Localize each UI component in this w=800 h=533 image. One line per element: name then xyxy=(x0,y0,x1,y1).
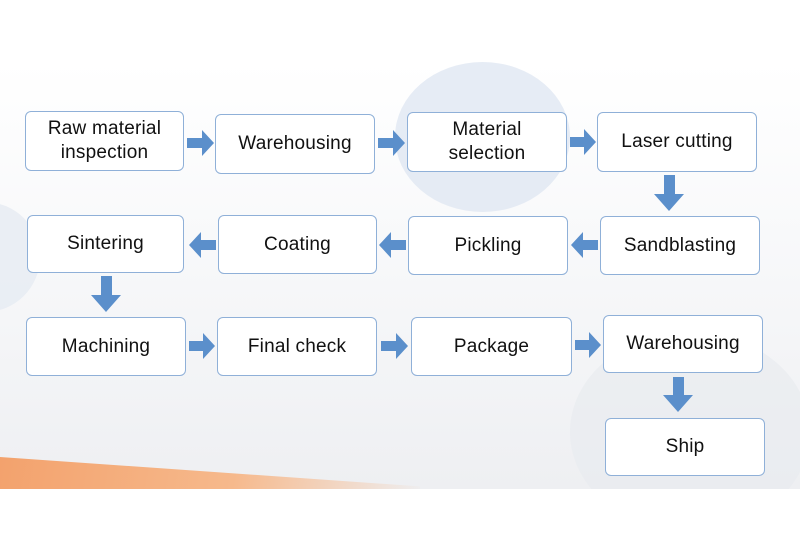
arrow-right-icon xyxy=(378,130,405,156)
step-raw-material-inspection: Raw material inspection xyxy=(25,111,184,171)
step-final-check: Final check xyxy=(217,317,377,376)
arrow-right-icon xyxy=(187,130,214,156)
arrow-down-icon xyxy=(654,175,684,211)
arrow-left-icon xyxy=(189,232,216,258)
arrow-left-icon xyxy=(379,232,406,258)
step-warehousing-final: Warehousing xyxy=(603,315,763,373)
step-sintering: Sintering xyxy=(27,215,184,273)
arrow-right-icon xyxy=(381,333,408,359)
step-material-selection: Material selection xyxy=(407,112,567,172)
arrow-right-icon xyxy=(575,332,601,358)
step-package: Package xyxy=(411,317,572,376)
arrow-right-icon xyxy=(189,333,215,359)
arrow-down-icon xyxy=(663,377,693,412)
step-warehousing: Warehousing xyxy=(215,114,375,174)
step-machining: Machining xyxy=(26,317,186,376)
arrow-left-icon xyxy=(571,232,598,258)
arrow-right-icon xyxy=(570,129,596,155)
step-pickling: Pickling xyxy=(408,216,568,275)
arrow-down-icon xyxy=(91,276,121,312)
step-laser-cutting: Laser cutting xyxy=(597,112,757,172)
step-ship: Ship xyxy=(605,418,765,476)
step-coating: Coating xyxy=(218,215,377,274)
step-sandblasting: Sandblasting xyxy=(600,216,760,275)
